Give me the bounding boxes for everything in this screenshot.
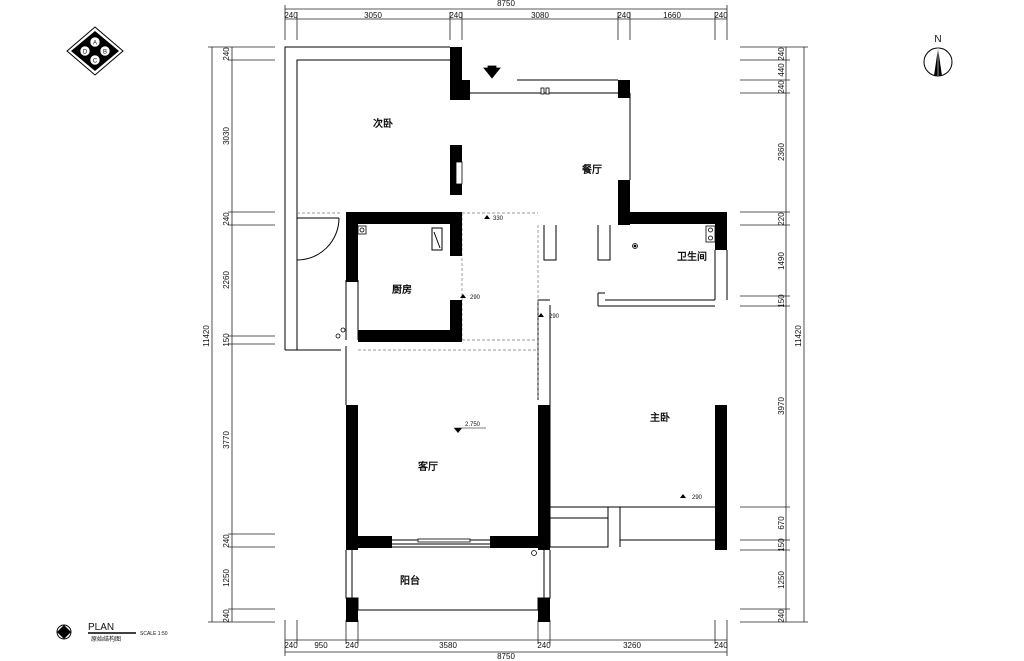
dim-left-6: 3770 — [222, 431, 231, 449]
dim-right-3: 240 — [777, 80, 786, 94]
level-markers: 330 290 290 2.750 290 — [454, 215, 703, 501]
dimension-top: 8750 240 3050 240 3080 240 1660 240 — [284, 0, 728, 40]
dim-right-10: 150 — [777, 538, 786, 552]
dim-left-8: 1250 — [222, 569, 231, 587]
dim-bottom-2: 950 — [314, 641, 328, 650]
dim-bottom-4: 3580 — [439, 641, 457, 650]
room-bathroom: 卫生间 — [677, 250, 707, 263]
dim-right-8: 3970 — [777, 397, 786, 415]
level-living: 2.750 — [465, 422, 481, 428]
dim-right-6: 1490 — [777, 252, 786, 270]
fixtures — [335, 65, 716, 556]
dim-top-total: 8750 — [497, 0, 515, 8]
dim-bottom-6: 3260 — [623, 641, 641, 650]
compass-d: D — [83, 50, 88, 56]
room-labels: 次卧 餐厅 厨房 卫生间 主卧 客厅 阳台 — [373, 117, 707, 587]
dim-right-5: 220 — [777, 212, 786, 226]
dim-top-7: 240 — [714, 11, 728, 20]
plan-subtitle: 原始结构图 — [91, 635, 121, 643]
dim-right-9: 670 — [777, 516, 786, 530]
plan-label: PLAN — [88, 622, 114, 633]
dim-bottom-1: 240 — [284, 641, 298, 650]
dim-right-1: 240 — [777, 47, 786, 61]
dimension-left: 240 3030 240 2260 150 3770 240 1250 240 … — [202, 46, 275, 623]
structural-walls — [346, 47, 727, 622]
dim-top-3: 240 — [449, 11, 463, 20]
scale-label: SCALE 1:50 — [140, 631, 168, 637]
dim-left-9: 240 — [222, 609, 231, 623]
level-kitchen: 290 — [470, 295, 481, 301]
room-living: 客厅 — [417, 460, 438, 473]
dim-top-4: 3080 — [531, 11, 549, 20]
level-master: 290 — [692, 495, 703, 501]
dim-right-11: 1250 — [777, 571, 786, 589]
dim-right-12: 240 — [777, 609, 786, 623]
dim-bottom-3: 240 — [345, 641, 359, 650]
dim-bottom-total: 8750 — [497, 652, 515, 661]
room-master-bedroom: 主卧 — [650, 411, 670, 424]
level-hall: 290 — [549, 314, 560, 320]
dashed-openings — [297, 212, 539, 400]
dim-bottom-5: 240 — [537, 641, 551, 650]
dim-left-7: 240 — [222, 534, 231, 548]
compass-a: A — [93, 41, 97, 47]
dim-bottom-7: 240 — [714, 641, 728, 650]
dim-top-1: 240 — [284, 11, 298, 20]
plan-title-block: PLAN 原始结构图 SCALE 1:50 — [56, 622, 168, 643]
compass-icon: A B C D — [66, 26, 124, 76]
dim-left-total: 11420 — [202, 325, 211, 347]
dim-top-5: 240 — [617, 11, 631, 20]
dim-left-2: 3030 — [222, 127, 231, 145]
room-dining: 餐厅 — [581, 163, 602, 176]
room-balcony: 阳台 — [400, 574, 420, 587]
dim-left-3: 240 — [222, 212, 231, 226]
north-arrow-icon: N — [923, 34, 953, 77]
dim-right-2: 440 — [777, 63, 786, 77]
dim-right-total: 11420 — [794, 325, 803, 347]
compass-b: B — [103, 50, 107, 56]
dim-left-5: 150 — [222, 333, 231, 347]
dim-left-1: 240 — [222, 47, 231, 61]
entry-arrow-icon — [483, 67, 501, 79]
dimension-right: 240 440 240 2360 220 1490 150 3970 670 1… — [740, 46, 808, 623]
room-second-bedroom: 次卧 — [373, 117, 393, 130]
compass-c: C — [93, 59, 98, 65]
dim-right-7: 150 — [777, 294, 786, 308]
dim-left-4: 2260 — [222, 271, 231, 289]
dim-top-6: 1660 — [663, 11, 681, 20]
dimension-bottom: 240 950 240 3580 240 3260 240 8750 — [284, 620, 728, 661]
level-corridor: 330 — [493, 216, 504, 222]
dim-right-4: 2360 — [777, 143, 786, 161]
dim-top-2: 3050 — [364, 11, 382, 20]
room-kitchen: 厨房 — [392, 283, 412, 296]
north-label: N — [934, 34, 941, 45]
